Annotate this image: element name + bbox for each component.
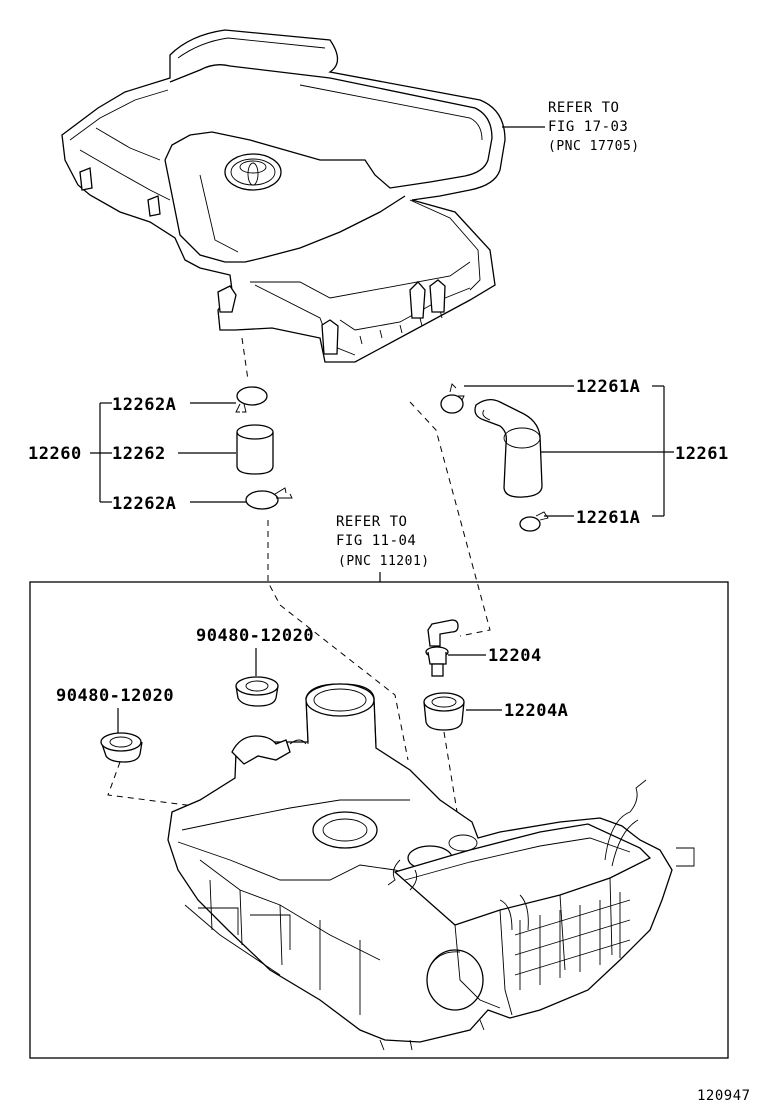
pcv-valve-12204-icon (425, 619, 459, 677)
label-12262: 12262 (112, 444, 166, 464)
label-12261A-top: 12261A (576, 377, 640, 397)
cylinder-head-cover-frame (29, 581, 729, 1059)
label-90480-12020-upper: 90480-12020 (196, 626, 314, 646)
part-group-12261: 12261A 12261 12261A (440, 377, 729, 532)
figure-number: 120947 (697, 1088, 751, 1104)
refer-top-line2: FIG 17-03 (548, 119, 628, 135)
hose-12261-icon (474, 398, 543, 498)
reference-callout-mid: REFER TO FIG 11-04 (PNC 11201) (336, 514, 430, 582)
part-group-12260: 12262A 12262 12262A 12260 (28, 386, 293, 514)
hose-clamp-icon (235, 386, 268, 413)
hose-clamp-icon (245, 487, 293, 510)
label-12260: 12260 (28, 444, 82, 464)
hose-12262-icon (236, 424, 274, 475)
label-12204: 12204 (488, 646, 542, 666)
reference-callout-top: REFER TO FIG 17-03 (PNC 17705) (502, 100, 640, 154)
cylinder-head-cover-illustration (167, 683, 695, 1051)
refer-mid-line1: REFER TO (336, 514, 407, 530)
grommet-90480-icon (235, 676, 279, 707)
label-90480-12020-lower: 90480-12020 (56, 686, 174, 706)
grommet-90480-icon (100, 732, 143, 763)
hose-clamp-icon (440, 383, 465, 414)
toyota-logo-icon (224, 153, 282, 191)
refer-top-line1: REFER TO (548, 100, 619, 116)
refer-top-line3: (PNC 17705) (548, 139, 640, 154)
label-12262A-top: 12262A (112, 395, 176, 415)
grommet-12204A-icon (423, 692, 465, 731)
refer-mid-line3: (PNC 11201) (338, 554, 430, 569)
refer-mid-line2: FIG 11-04 (336, 533, 416, 549)
label-12204A: 12204A (504, 701, 568, 721)
hose-clamp-icon (519, 511, 549, 532)
engine-cover-illustration (61, 29, 506, 363)
label-12261A-bottom: 12261A (576, 508, 640, 528)
label-12262A-bottom: 12262A (112, 494, 176, 514)
label-12261: 12261 (675, 444, 729, 464)
